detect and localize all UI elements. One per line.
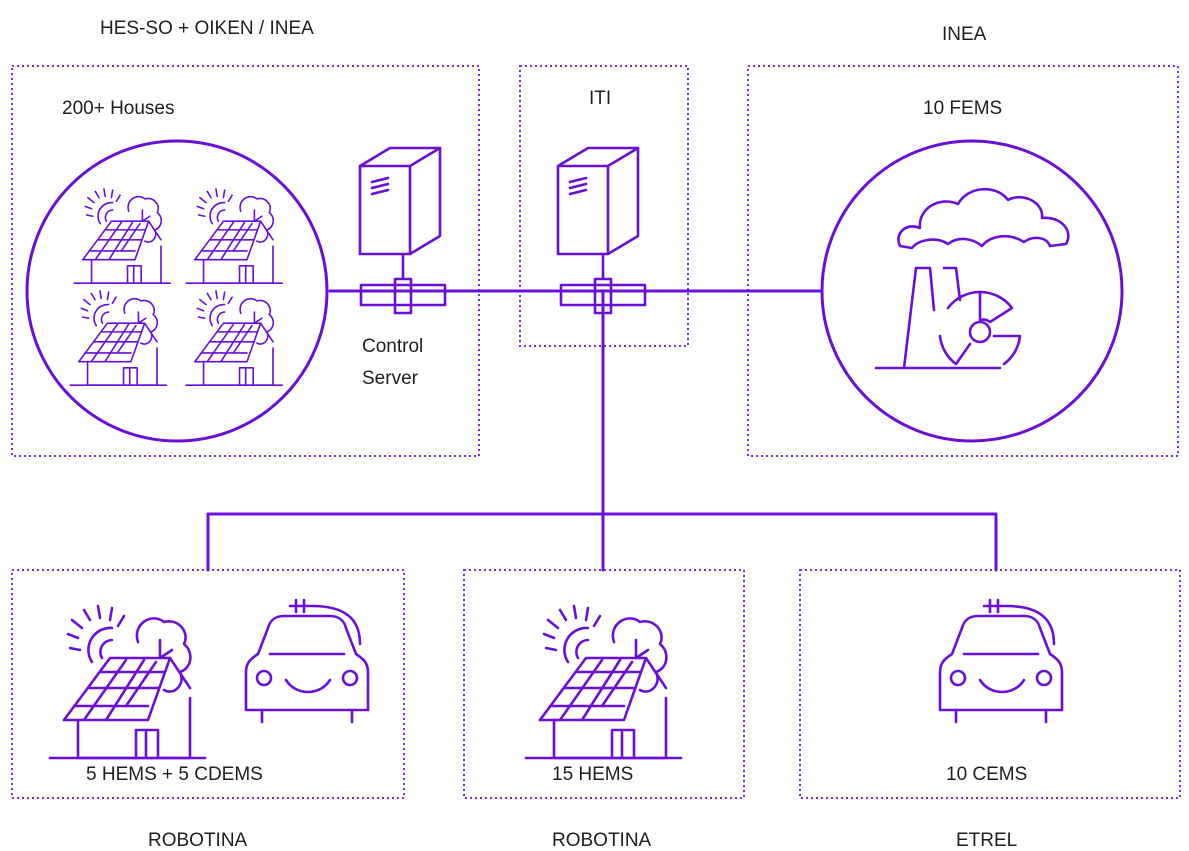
control-server-tap xyxy=(359,277,447,315)
iti-label: ITI xyxy=(589,88,611,109)
bottom-middle-caption: 15 HEMS xyxy=(552,764,633,785)
ev-car-icon xyxy=(244,598,370,724)
fems-circle xyxy=(820,139,1124,443)
houses-circle xyxy=(25,139,329,443)
top-label-left: HES-SO + OIKEN / INEA xyxy=(100,18,314,39)
control-server-label-1: Control xyxy=(362,336,423,357)
solar-house-icon xyxy=(69,290,168,387)
bottom-middle-owner: ROBOTINA xyxy=(552,830,652,851)
bottom-left-caption: 5 HEMS + 5 CDEMS xyxy=(86,764,263,785)
solar-house-icon xyxy=(185,290,284,387)
power-plant-icon xyxy=(874,187,1070,370)
houses-label: 200+ Houses xyxy=(62,98,175,119)
fems-group-box xyxy=(747,65,1179,457)
solar-house-icon xyxy=(524,604,683,760)
bottom-right-box xyxy=(799,569,1181,799)
bottom-left-owner: ROBOTINA xyxy=(148,830,248,851)
control-server-icon xyxy=(358,146,442,256)
top-label-right: INEA xyxy=(942,24,987,45)
ev-car-icon xyxy=(938,598,1064,724)
control-server-label-2: Server xyxy=(362,368,419,389)
fems-label: 10 FEMS xyxy=(923,98,1002,119)
houses-group-box xyxy=(11,65,480,457)
solar-house-icon xyxy=(73,188,172,285)
solar-house-icon xyxy=(48,604,207,760)
solar-house-icon xyxy=(185,188,284,285)
bottom-right-caption: 10 CEMS xyxy=(946,764,1027,785)
iti-server-icon xyxy=(556,146,640,256)
bottom-right-owner: ETREL xyxy=(956,830,1017,851)
